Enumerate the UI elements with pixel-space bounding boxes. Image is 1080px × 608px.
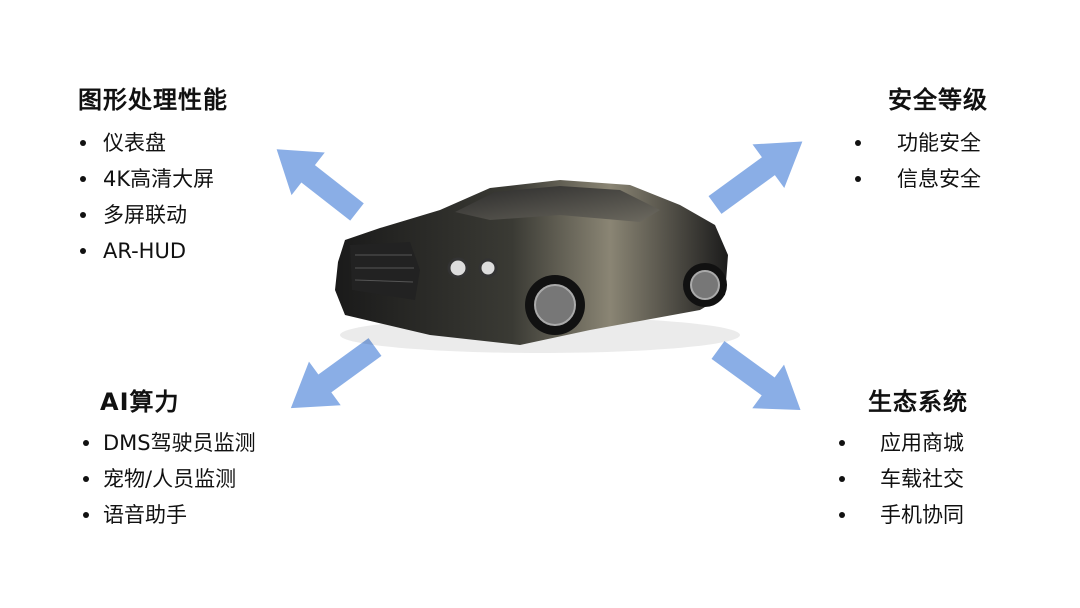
list-item: 宠物/人员监测 [83,461,256,497]
bullet-icon [839,512,845,518]
bullet-icon [855,140,861,146]
list-item: 车载社交 [839,461,964,497]
list-item: 功能安全 [855,125,981,161]
bullet-icon [80,212,86,218]
car-image [335,180,740,353]
list-item: AR-HUD [80,233,214,269]
arrow-top-left [276,149,364,221]
list-item: 语音助手 [83,497,256,533]
bullet-icon [839,440,845,446]
section-title-ecosystem: 生态系统 [868,388,968,416]
list-item: 应用商城 [839,425,964,461]
arrow-bottom-left [290,338,382,409]
list-item: 4K高清大屏 [80,161,214,197]
arrow-bottom-right [711,341,801,410]
list-ai: DMS驾驶员监测 宠物/人员监测 语音助手 [83,425,256,533]
list-item: DMS驾驶员监测 [83,425,256,461]
bullet-icon [80,140,86,146]
bullet-icon [83,476,89,482]
list-safety: 功能安全 信息安全 [855,125,981,197]
bullet-icon [80,248,86,254]
list-graphics: 仪表盘 4K高清大屏 多屏联动 AR-HUD [80,125,214,269]
arrow-top-right [708,141,803,214]
list-item: 多屏联动 [80,197,214,233]
list-item: 仪表盘 [80,125,214,161]
section-title-ai: AI算力 [100,388,180,416]
list-item: 手机协同 [839,497,964,533]
bullet-icon [83,512,89,518]
list-item: 信息安全 [855,161,981,197]
bullet-icon [855,176,861,182]
list-ecosystem: 应用商城 车载社交 手机协同 [839,425,964,533]
bullet-icon [83,440,89,446]
bullet-icon [839,476,845,482]
bullet-icon [80,176,86,182]
section-title-safety: 安全等级 [888,86,988,114]
section-title-graphics: 图形处理性能 [78,86,228,114]
